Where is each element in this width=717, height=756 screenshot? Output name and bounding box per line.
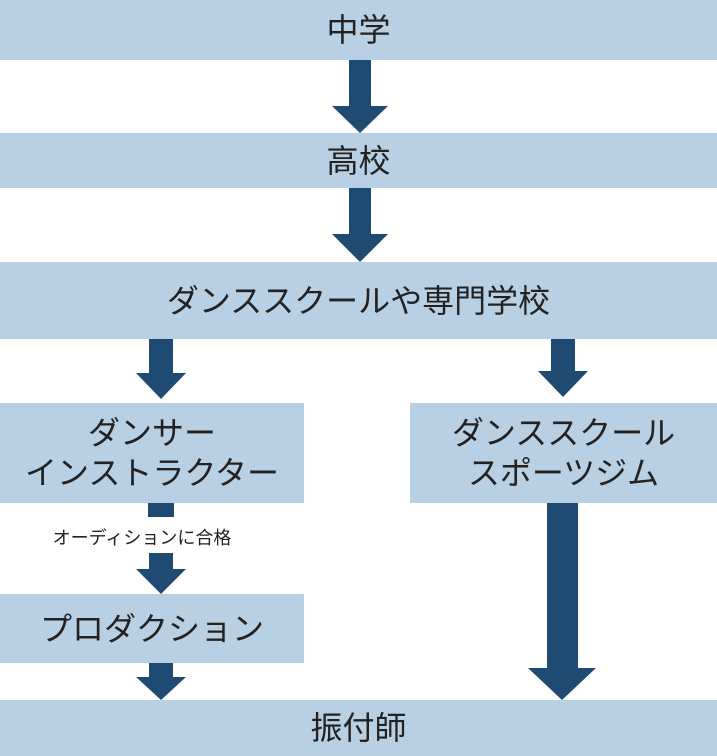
- node-dancer-instructor-label: ダンサー インストラクター: [24, 414, 280, 492]
- arrow-dancer-to-production-top: [148, 503, 174, 517]
- node-dance-school-vocational: ダンススクールや専門学校: [0, 262, 717, 339]
- node-production-label: プロダクション: [39, 609, 264, 648]
- arrow-high-school-to-dance-school: [332, 188, 388, 262]
- node-dancer-instructor: ダンサー インストラクター: [0, 403, 304, 503]
- arrow-to-dance-school-gym: [538, 339, 588, 397]
- arrow-to-dancer-instructor: [136, 339, 186, 399]
- node-junior-high: 中学: [0, 0, 717, 60]
- node-choreographer-label: 振付師: [310, 709, 407, 747]
- node-dance-school-gym: ダンススクール スポーツジム: [410, 403, 717, 503]
- node-dance-school-gym-label: ダンススクール スポーツジム: [451, 414, 676, 492]
- arrow-dancer-to-production-bottom: [136, 553, 186, 594]
- node-dance-school-vocational-label: ダンススクールや専門学校: [166, 281, 551, 320]
- arrow-production-to-choreographer: [136, 663, 186, 700]
- edge-label-audition-pass-text: オーディションに合格: [52, 528, 232, 549]
- node-high-school: 高校: [0, 133, 717, 188]
- node-production: プロダクション: [0, 594, 304, 663]
- node-junior-high-label: 中学: [326, 11, 391, 49]
- node-high-school-label: 高校: [326, 141, 391, 180]
- node-choreographer: 振付師: [0, 700, 717, 756]
- edge-label-audition-pass: オーディションに合格: [20, 524, 264, 550]
- arrow-junior-high-to-high-school: [332, 60, 388, 133]
- arrow-dance-school-gym-to-choreographer: [528, 503, 596, 700]
